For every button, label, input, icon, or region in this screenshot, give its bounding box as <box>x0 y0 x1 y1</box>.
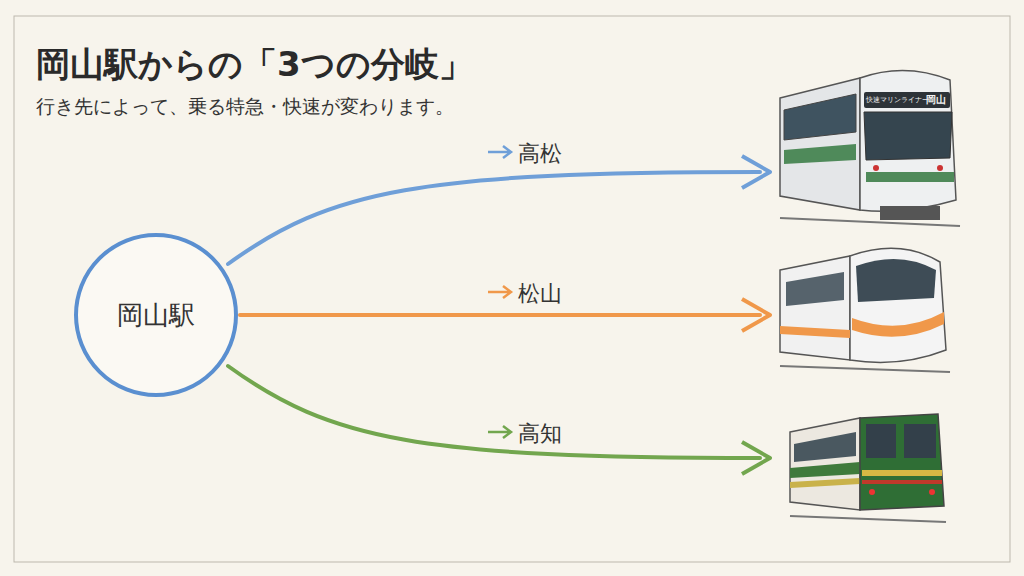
train-illustration <box>780 248 950 372</box>
train-illustration <box>790 414 946 522</box>
arrow-head <box>742 156 770 188</box>
label-arrow <box>488 426 511 438</box>
destination-label: 松山 <box>518 279 562 309</box>
node-label: 岡山駅 <box>117 298 195 333</box>
label-arrow <box>488 286 511 298</box>
frame <box>14 16 1010 562</box>
node-text-group: 岡山駅 <box>117 298 195 333</box>
station-circle: 岡山駅 <box>74 233 238 397</box>
branch-arrow <box>228 172 760 264</box>
train-sign: 岡山 <box>926 93 946 107</box>
subtitle: 行き先によって、乗る特急・快速が変わります。 <box>36 94 454 120</box>
destination-label: 高知 <box>518 419 562 449</box>
diagram-title: 岡山駅からの「3つの分岐」 <box>36 42 473 88</box>
arrow-head <box>742 442 770 474</box>
label-arrow <box>488 146 511 158</box>
train-sign: 快速マリンライナー <box>866 95 929 105</box>
arrow-head <box>742 299 770 331</box>
train-illustration <box>780 70 960 226</box>
destination-label: 高松 <box>518 139 562 169</box>
branch-arrow <box>228 366 760 458</box>
branch-arrow <box>240 313 760 317</box>
